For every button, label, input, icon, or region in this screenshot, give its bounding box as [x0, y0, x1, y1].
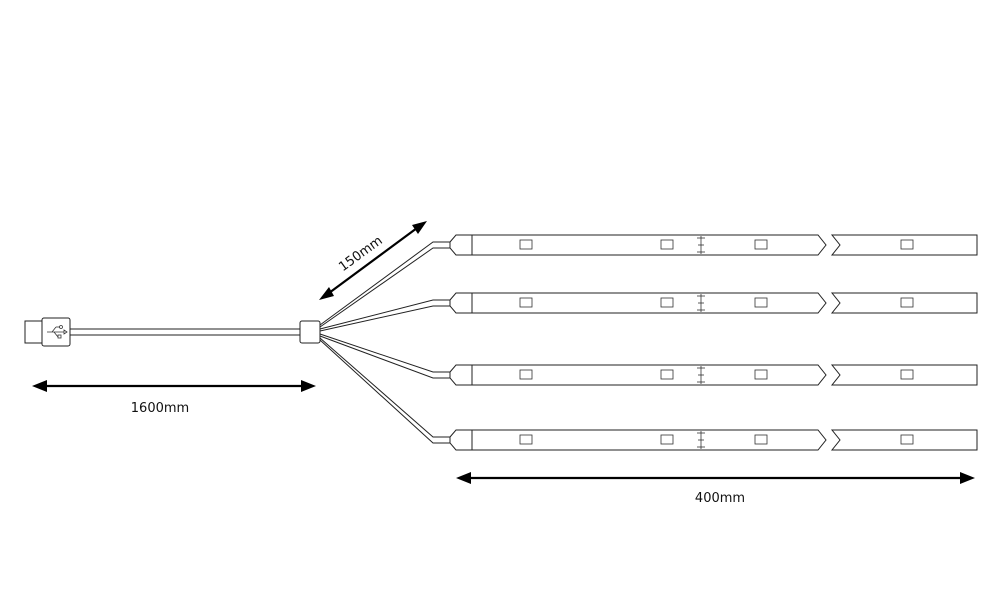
usb-plug-icon [24, 317, 71, 347]
led-chip [900, 434, 914, 445]
led-strip [449, 234, 978, 256]
led-strip [449, 292, 978, 314]
led-strip [449, 429, 978, 451]
led-chip [754, 297, 768, 308]
strip-end-cap [449, 234, 473, 256]
cable-length-label: 1600mm [131, 401, 189, 416]
strip-segment [830, 364, 978, 386]
strip-segment [830, 234, 978, 256]
split-wire [319, 241, 450, 328]
strip-end-cap [449, 364, 473, 386]
split-wire [319, 337, 450, 444]
led-chip [900, 369, 914, 380]
strip-segment [471, 292, 827, 314]
cut-mark [697, 366, 705, 384]
strip-end-cap [449, 429, 473, 451]
strip-segment [471, 234, 827, 256]
strip-segment [830, 292, 978, 314]
led-chip [519, 239, 533, 250]
cut-mark [697, 236, 705, 254]
strip-end-cap [449, 292, 473, 314]
led-chip [519, 369, 533, 380]
led-chip [900, 239, 914, 250]
strip-segment [830, 429, 978, 451]
led-chip [660, 297, 674, 308]
led-chip [519, 297, 533, 308]
strip-segment [471, 364, 827, 386]
split-wire [319, 299, 450, 332]
split-length-dimension: 150mm [319, 221, 427, 300]
led-chip [519, 434, 533, 445]
split-wire [319, 333, 450, 379]
led-chip [660, 369, 674, 380]
led-chip [660, 239, 674, 250]
led-strips [449, 234, 978, 451]
led-chip [754, 434, 768, 445]
led-strip [449, 364, 978, 386]
strip-length-label: 400mm [695, 491, 745, 506]
main-cable [70, 328, 300, 336]
cut-mark [697, 431, 705, 449]
cable-length-dimension: 1600mm [32, 380, 316, 416]
strip-segment [471, 429, 827, 451]
cut-mark [697, 294, 705, 312]
split-wires [319, 241, 450, 444]
strip-length-dimension: 400mm [456, 472, 975, 506]
junction-box-icon [299, 320, 321, 344]
led-chip [754, 369, 768, 380]
led-chip [900, 297, 914, 308]
led-chip [660, 434, 674, 445]
led-chip [754, 239, 768, 250]
